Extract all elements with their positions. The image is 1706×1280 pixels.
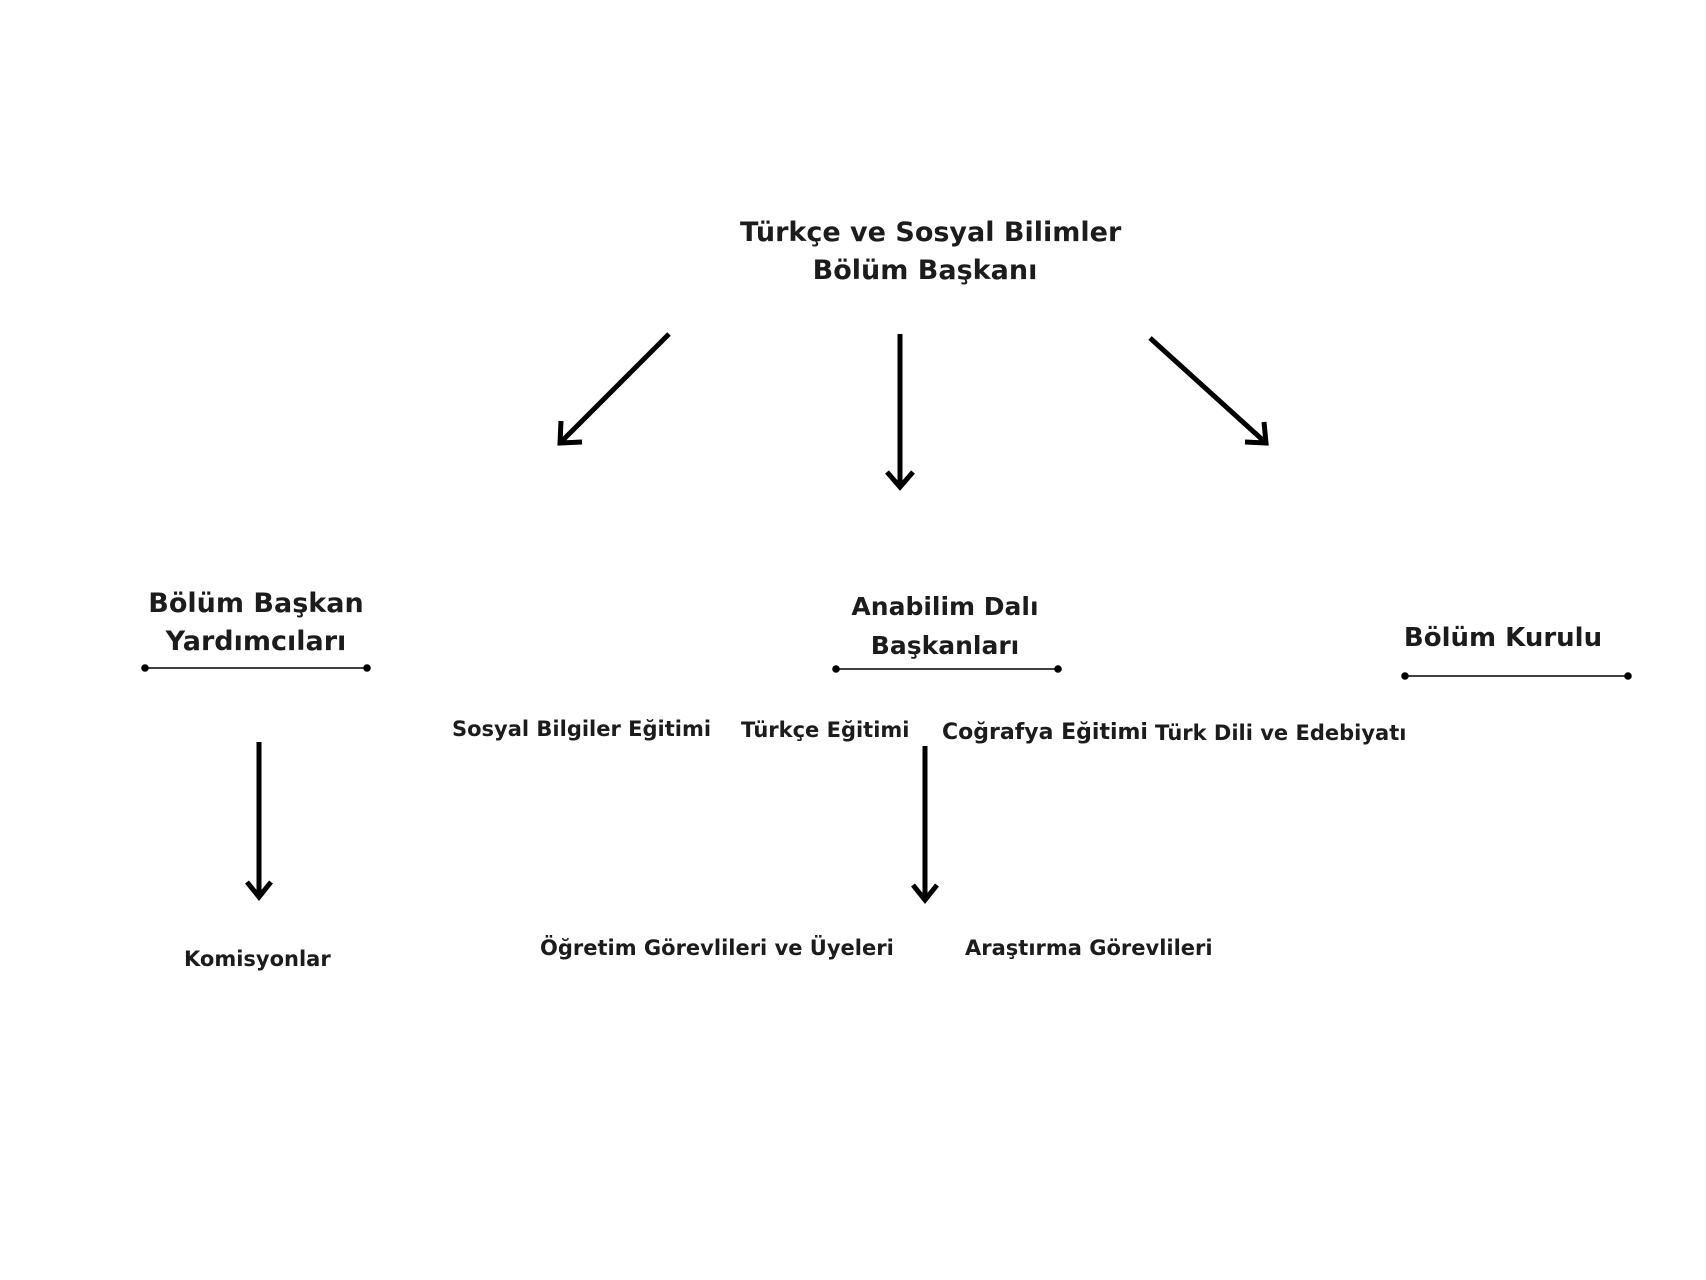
underline-dept-heads [832, 665, 1062, 673]
top-node-line1: Türkçe ve Sosyal Bilimler [740, 217, 1122, 248]
arrow-to-staff [911, 746, 939, 905]
arrow-to-commissions [245, 742, 273, 902]
dept-heads-node: Anabilim Dalı Başkanları [820, 588, 1070, 666]
commissions-node: Komisyonlar [184, 947, 331, 971]
dept-heads-line2: Başkanları [870, 630, 1020, 660]
arrow-to-dept-heads [885, 334, 915, 491]
faculty-node: Öğretim Görevlileri ve Üyeleri [540, 936, 894, 960]
department-social-studies: Sosyal Bilgiler Eğitimi [452, 717, 712, 741]
department-turkish-education: Türkçe Eğitimi [741, 718, 910, 742]
underline-council [1401, 672, 1632, 680]
arrow-to-council [1148, 336, 1269, 446]
research-assistants-node: Araştırma Görevlileri [965, 936, 1213, 960]
underline-vice-chairs [141, 664, 371, 672]
top-node-title: Türkçe ve Sosyal Bilimler Bölüm Başkanı [740, 214, 1122, 291]
department-turkish-literature: Türk Dili ve Edebiyatı [1155, 721, 1407, 745]
department-geography: Coğrafya Eğitimi [942, 720, 1148, 745]
vice-chairs-node: Bölüm Başkan Yardımcıları [130, 585, 382, 662]
top-node-line2: Bölüm Başkanı [812, 255, 1038, 287]
vice-chairs-line1: Bölüm Başkan [148, 588, 364, 619]
arrow-to-vice-chairs [557, 332, 671, 446]
dept-heads-line1: Anabilim Dalı [851, 592, 1039, 621]
vice-chairs-line2: Yardımcıları [165, 626, 347, 658]
council-node: Bölüm Kurulu [1403, 623, 1603, 653]
